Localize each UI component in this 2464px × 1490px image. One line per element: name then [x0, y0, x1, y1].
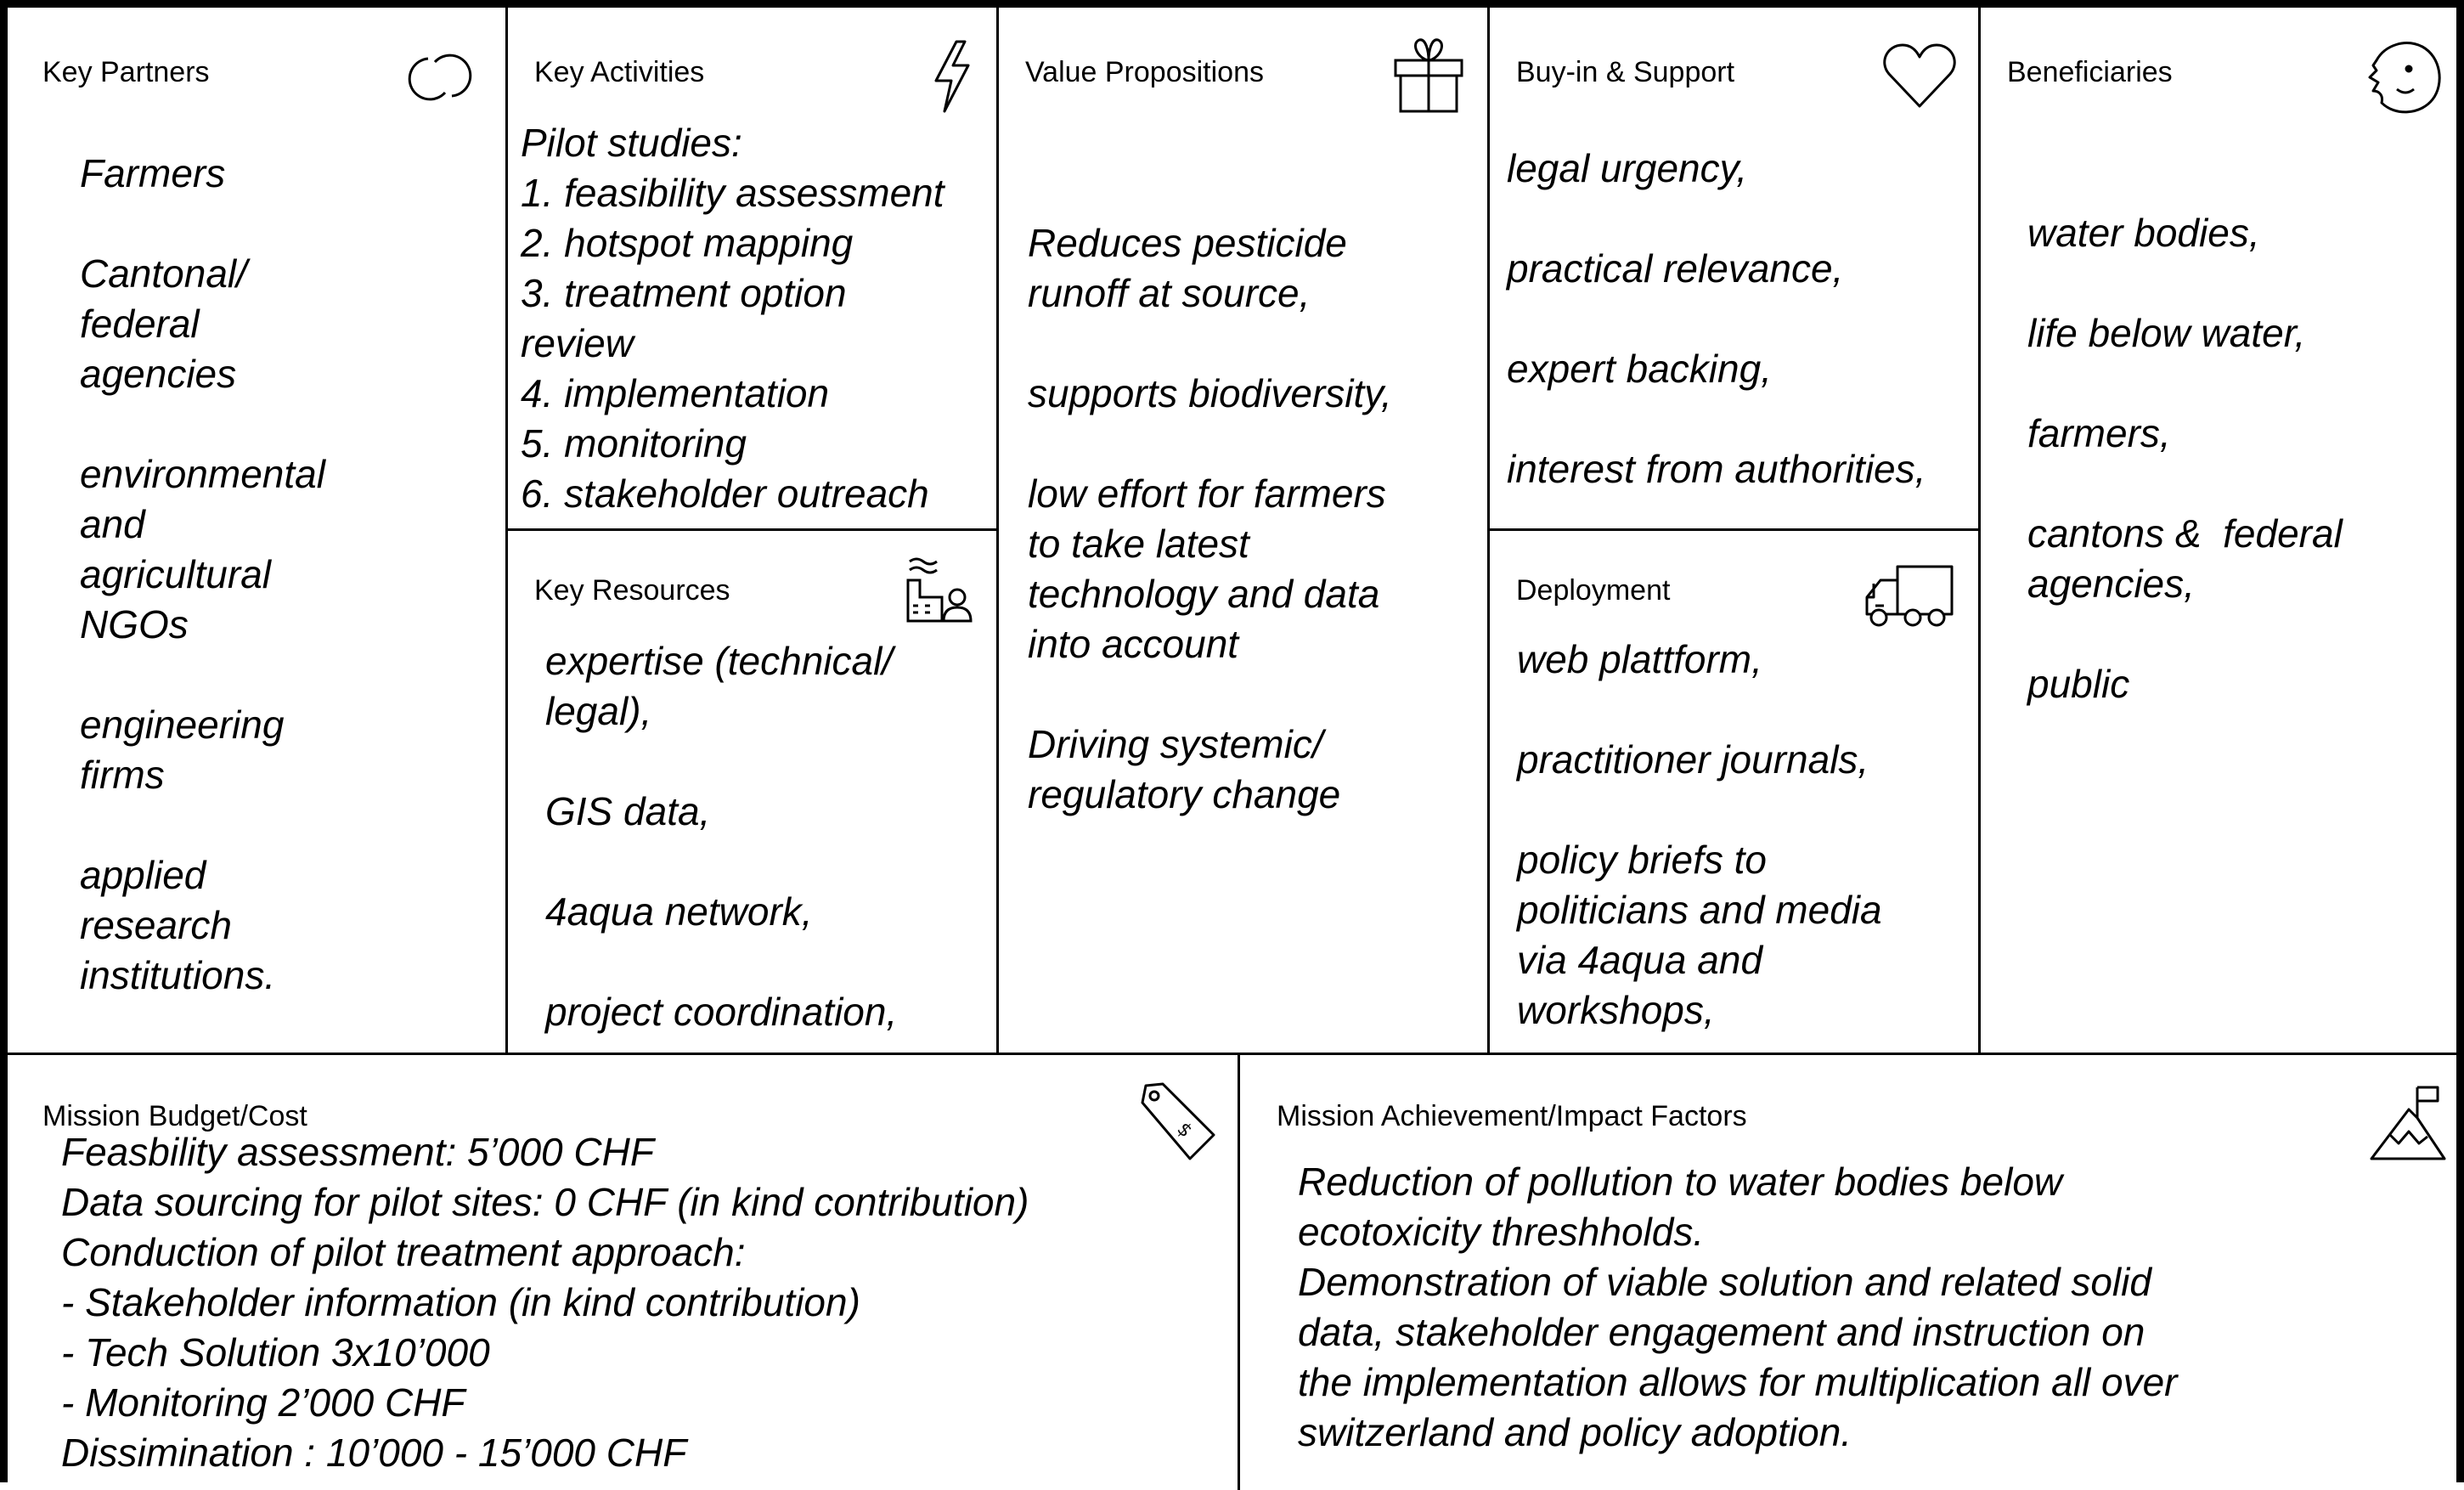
list-item: project coordination, [545, 990, 898, 1034]
list-item: water bodies, [2027, 211, 2260, 255]
divider [1978, 8, 1981, 1054]
list-item: practitioner journals, [1517, 737, 1869, 782]
svg-text:$: $ [1173, 1119, 1197, 1143]
key-resources-block: Key Resources expertise (technical/ lega… [508, 531, 996, 1053]
key-activities-list: Pilot studies: 1. feasibility assessment… [521, 118, 944, 519]
gift-icon [1392, 37, 1465, 113]
divider [505, 528, 998, 531]
list-item: life below water, [2027, 311, 2306, 355]
divider [505, 8, 508, 1054]
list-item: Dissimination : 10’000 - 15’000 CHF [61, 1431, 687, 1475]
list-item: Cantonal/ federal agencies [80, 251, 247, 396]
deployment-block: Deployment web plattform, practitioner j… [1490, 531, 1978, 1053]
list-item: Driving systemic/ regulatory change [1028, 722, 1341, 816]
list-item: Conduction of pilot treatment approach: [61, 1230, 746, 1274]
list-item: public [2027, 662, 2130, 706]
list-item: Data sourcing for pilot sites: 0 CHF (in… [61, 1180, 1029, 1224]
interlocking-rings-icon [403, 40, 477, 115]
list-item: interest from authorities, [1507, 447, 1926, 491]
buy-in-support-block: Buy-in & Support legal urgency, practica… [1490, 8, 1978, 528]
list-item: farmers, [2027, 411, 2171, 455]
list-item: environmental and agricultural NGOs [80, 452, 325, 646]
list-item: legal urgency, [1507, 146, 1747, 190]
list-item: ecotoxicity threshholds. [1298, 1210, 1705, 1254]
list-item: GIS data, [545, 789, 711, 833]
list-item: the implementation allows for multiplica… [1298, 1360, 2178, 1404]
list-item: Reduction of pollution to water bodies b… [1298, 1160, 2063, 1204]
key-activities-block: Key Activities Pilot studies: 1. feasibi… [508, 8, 996, 528]
mission-achievement-list: Reduction of pollution to water bodies b… [1298, 1157, 2177, 1458]
key-partners-block: Key Partners Farmers Cantonal/ federal a… [8, 8, 505, 1053]
list-item: applied research institutions. [80, 853, 276, 997]
value-propositions-list: Reduces pesticide runoff at source, supp… [1028, 218, 1392, 820]
heart-icon [1882, 42, 1957, 110]
list-item: data, stakeholder engagement and instruc… [1298, 1310, 2145, 1354]
list-item: Pilot studies: [521, 121, 742, 165]
mission-budget-list: Feasbility assessment: 5’000 CHF Data so… [61, 1127, 1029, 1478]
mission-budget-label: Mission Budget/Cost [42, 1100, 307, 1132]
divider [8, 1053, 2456, 1055]
list-item: supports biodiversity, [1028, 371, 1392, 415]
list-item: Demonstration of viable solution and rel… [1298, 1260, 2151, 1304]
list-item: 3. treatment option [521, 271, 847, 315]
list-item: Reduces pesticide runoff at source, [1028, 221, 1347, 315]
divider [1487, 8, 1490, 1054]
list-item: expert backing, [1507, 347, 1772, 391]
list-item: policy briefs to politicians and media v… [1517, 838, 1882, 1032]
list-item: review [521, 321, 634, 365]
list-item: 4. implementation [521, 371, 830, 415]
list-item: engineering firms [80, 703, 285, 797]
mission-achievement-block: Mission Achievement/Impact Factors Reduc… [1240, 1055, 2456, 1490]
list-item: - Monitoring 2’000 CHF [61, 1380, 465, 1425]
lightning-bolt-icon [931, 40, 973, 113]
value-propositions-label: Value Propositions [1025, 56, 1264, 88]
key-resources-label: Key Resources [534, 574, 730, 607]
mission-budget-block: Mission Budget/Cost $ Feasbility assessm… [8, 1055, 1238, 1490]
value-propositions-block: Value Propositions Reduces pesticide run… [999, 8, 1487, 1053]
list-item: web plattform, [1517, 637, 1762, 681]
list-item: - Tech Solution 3x10’000 [61, 1330, 490, 1374]
list-item: 1. feasibility assessment [521, 171, 944, 215]
buy-in-support-label: Buy-in & Support [1516, 56, 1735, 88]
buy-in-support-list: legal urgency, practical relevance, expe… [1507, 144, 1926, 494]
deployment-list: web plattform, practitioner journals, po… [1517, 635, 1882, 1036]
smiling-face-icon [2365, 40, 2443, 115]
beneficiaries-list: water bodies, life below water, farmers,… [2027, 208, 2343, 709]
list-item: cantons & federal agencies, [2027, 511, 2343, 606]
divider [1487, 528, 1980, 531]
list-item: 5. monitoring [521, 421, 747, 466]
divider [996, 8, 999, 1054]
list-item: Feasbility assessment: 5’000 CHF [61, 1130, 654, 1174]
key-partners-list: Farmers Cantonal/ federal agencies envir… [80, 149, 325, 1001]
list-item: practical relevance, [1507, 246, 1844, 291]
key-resources-list: expertise (technical/ legal), GIS data, … [545, 636, 897, 1037]
deployment-label: Deployment [1516, 574, 1671, 607]
list-item: 6. stakeholder outreach [521, 471, 929, 516]
delivery-truck-icon [1864, 563, 1955, 629]
list-item: 4aqua network, [545, 889, 813, 934]
list-item: - Stakeholder information (in kind contr… [61, 1280, 860, 1324]
list-item: expertise (technical/ legal), [545, 639, 894, 733]
key-activities-label: Key Activities [534, 56, 705, 88]
divider [1238, 1054, 1240, 1490]
price-tag-icon: $ [1137, 1081, 1219, 1162]
mission-achievement-label: Mission Achievement/Impact Factors [1277, 1100, 1747, 1132]
key-partners-label: Key Partners [42, 56, 210, 88]
list-item: low effort for farmers to take latest te… [1028, 471, 1386, 666]
beneficiaries-block: Beneficiaries water bodies, life below w… [1981, 8, 2456, 1053]
beneficiaries-label: Beneficiaries [2007, 56, 2173, 88]
factory-worker-icon [894, 556, 973, 624]
list-item: switzerland and policy adoption. [1298, 1410, 1852, 1454]
mountain-flag-icon [2370, 1084, 2446, 1162]
list-item: Farmers [80, 151, 226, 195]
list-item: 2. hotspot mapping [521, 221, 854, 265]
